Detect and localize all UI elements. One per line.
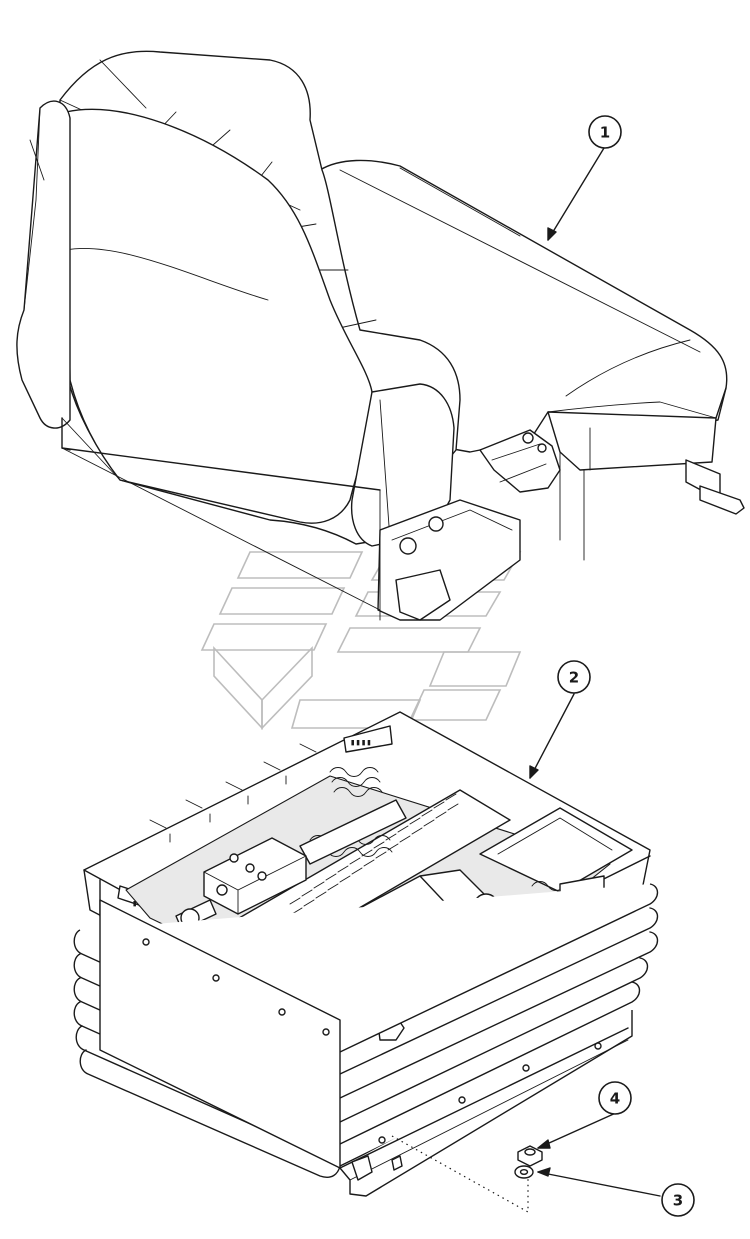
rail-slots [289,793,459,915]
suspension-base: ▮▮▮▮ ▮▮▮ [73,711,659,1214]
callout-2: 2 [557,660,591,694]
label-plate-top: ▮▮▮▮ [350,738,372,748]
hex-nut [517,1145,543,1167]
callout-1-label: 1 [600,124,610,142]
flat-washer [514,1165,534,1179]
callout-2-label: 2 [569,669,579,687]
seat-cushion-and-backrest [16,50,745,621]
leader-lines [529,147,661,1197]
callout-4-label: 4 [610,1090,620,1108]
callout-1: 1 [588,115,622,149]
callout-3-label: 3 [673,1192,683,1210]
callout-4: 4 [598,1081,632,1115]
callout-3: 3 [661,1183,695,1217]
